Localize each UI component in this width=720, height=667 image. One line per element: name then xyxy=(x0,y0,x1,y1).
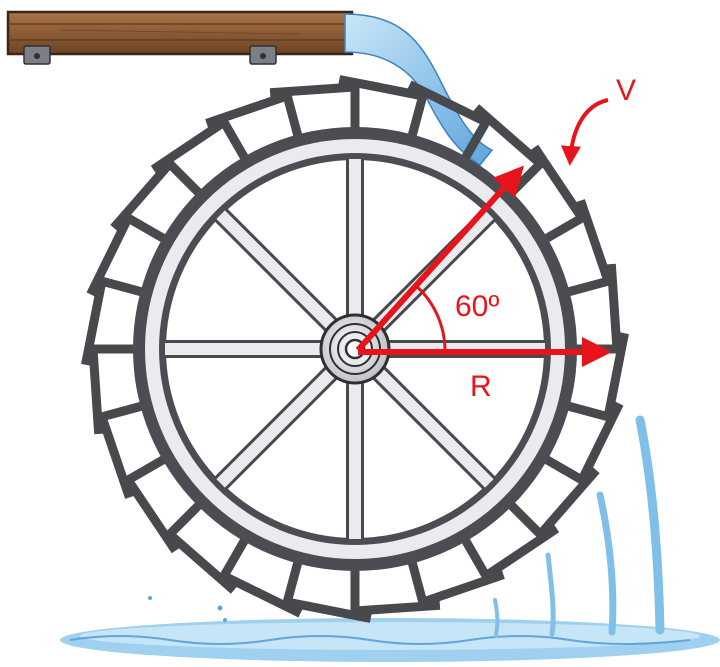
bucket xyxy=(97,401,146,499)
bucket xyxy=(350,567,441,616)
sixty-degree-arrow xyxy=(355,165,525,353)
bucket xyxy=(123,454,180,554)
label-radius: R xyxy=(470,370,492,403)
angle-arc xyxy=(413,282,447,351)
bucket xyxy=(460,524,560,581)
bucket xyxy=(407,558,505,607)
bucket xyxy=(205,91,303,140)
bucket xyxy=(88,344,137,435)
bucket xyxy=(269,82,360,131)
bucket xyxy=(150,117,250,174)
bucket xyxy=(530,144,587,244)
label-velocity: V xyxy=(616,74,636,107)
velocity-arrow xyxy=(560,98,609,166)
dripping-water xyxy=(148,415,665,638)
label-angle: 60º xyxy=(455,290,499,323)
wooden-flume xyxy=(6,10,354,65)
water-stream xyxy=(344,13,494,166)
bracket-left xyxy=(23,45,51,65)
bracket-right xyxy=(249,45,277,65)
bucket xyxy=(564,199,613,297)
water-pool xyxy=(60,618,720,662)
